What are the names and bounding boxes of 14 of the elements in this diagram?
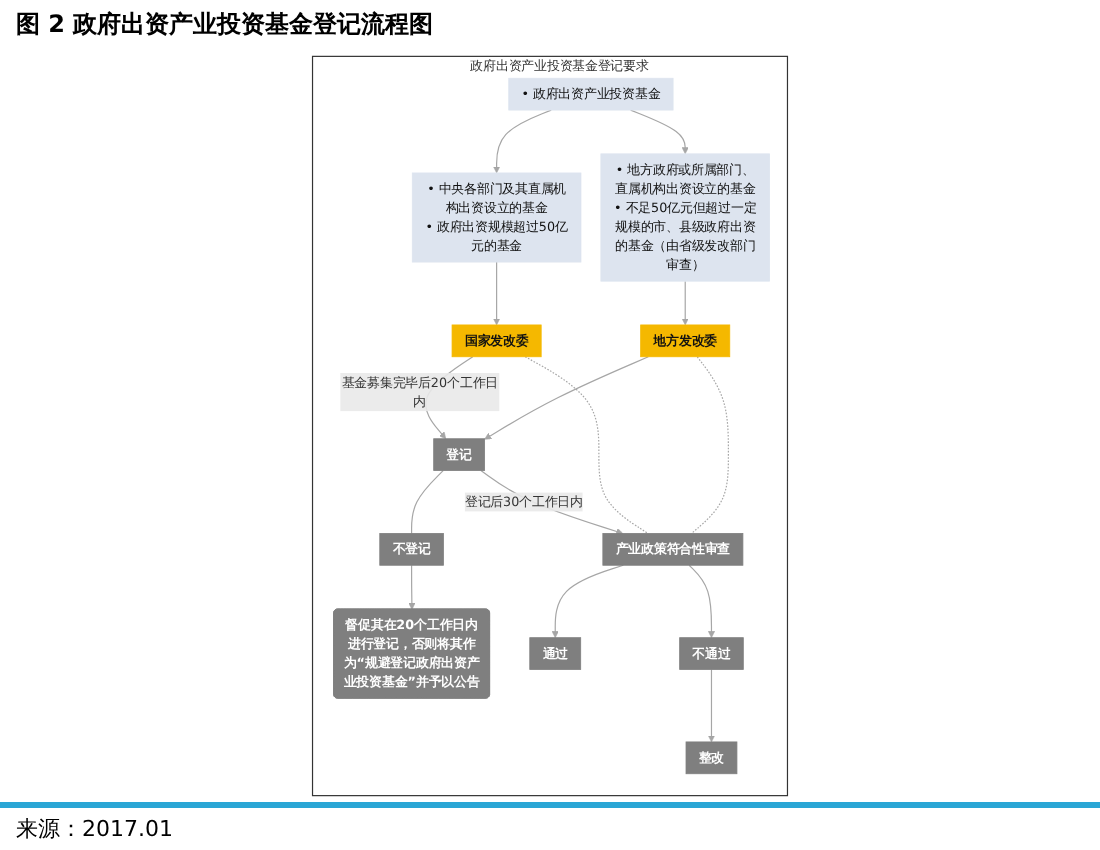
arrow (681, 280, 689, 326)
arrow (493, 109, 552, 174)
arrow (688, 564, 715, 638)
source-note: 来源：2017.01 (0, 802, 1100, 850)
connector (411, 469, 444, 535)
arrow (630, 109, 689, 155)
arrow (551, 564, 624, 638)
figure-title: 图 2 政府出资产业投资基金登记流程图 (14, 8, 436, 42)
connector (524, 356, 649, 535)
arrow (493, 261, 501, 326)
arrow (408, 564, 416, 610)
arrow (708, 668, 715, 743)
arrow (484, 356, 649, 440)
connector (690, 356, 729, 535)
